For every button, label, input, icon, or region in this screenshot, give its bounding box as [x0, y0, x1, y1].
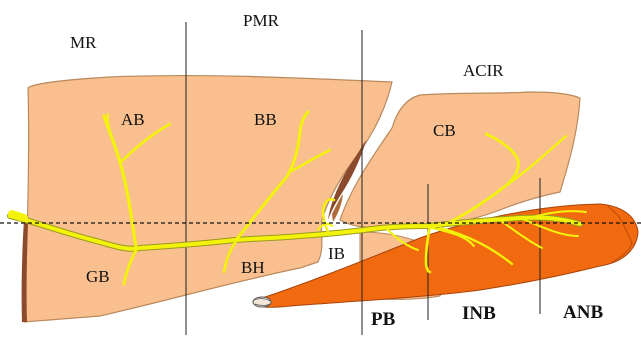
label-bb: BB: [254, 110, 277, 129]
label-pmr: PMR: [243, 11, 280, 30]
label-gb: GB: [86, 267, 110, 286]
label-ib: IB: [328, 244, 345, 263]
label-cb: CB: [433, 121, 456, 140]
label-inb: INB: [462, 303, 496, 324]
label-acir: ACIR: [463, 61, 504, 80]
label-pb: PB: [371, 309, 396, 330]
label-ab: AB: [121, 110, 145, 129]
label-anb: ANB: [563, 302, 603, 323]
label-bh: BH: [241, 258, 265, 277]
label-mr: MR: [70, 33, 97, 52]
